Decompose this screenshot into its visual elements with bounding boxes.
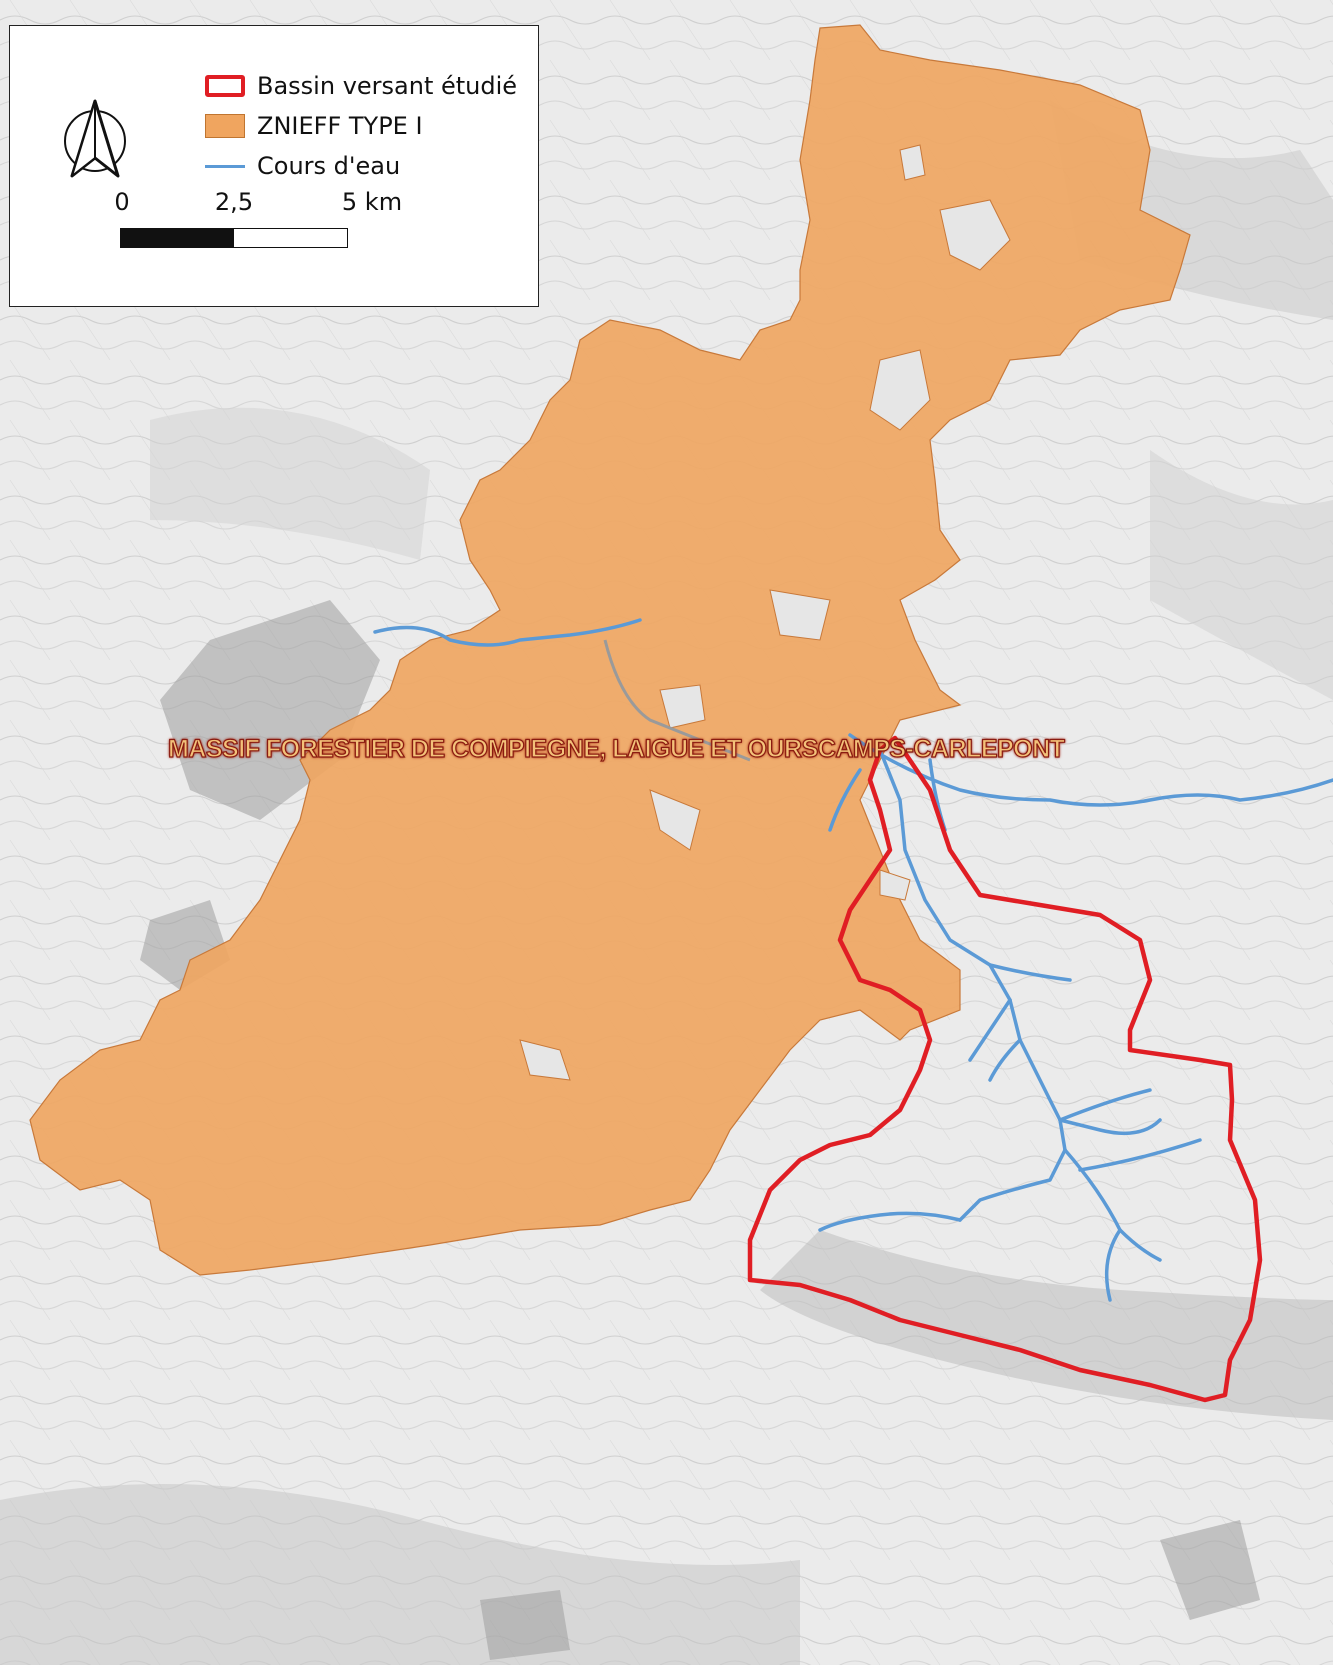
scale-label-0: 0 bbox=[114, 188, 130, 216]
znieff-zone-label: MASSIF FORESTIER DE COMPIEGNE, LAIGUE ET… bbox=[167, 734, 1065, 763]
legend-item-basin: Bassin versant étudié bbox=[205, 71, 517, 101]
scale-bar-black-segment bbox=[121, 229, 234, 247]
river-symbol bbox=[205, 164, 245, 168]
map-legend: Bassin versant étudié ZNIEFF TYPE I Cour… bbox=[9, 25, 539, 307]
legend-label-river: Cours d'eau bbox=[257, 152, 401, 180]
znieff-symbol bbox=[205, 114, 245, 138]
scale-bar-white-segment bbox=[234, 229, 347, 247]
north-arrow-icon bbox=[60, 96, 130, 190]
scale-label-5km: 5 km bbox=[341, 188, 403, 216]
scale-bar bbox=[120, 228, 348, 248]
basin-symbol bbox=[205, 75, 245, 97]
grey-river-segment bbox=[603, 639, 751, 762]
legend-label-basin: Bassin versant étudié bbox=[257, 72, 518, 100]
study-basin-outline bbox=[747, 735, 1263, 1403]
legend-item-river: Cours d'eau bbox=[205, 151, 400, 181]
legend-item-znieff: ZNIEFF TYPE I bbox=[205, 111, 423, 141]
legend-label-znieff: ZNIEFF TYPE I bbox=[257, 112, 423, 140]
scale-label-2-5: 2,5 bbox=[214, 188, 254, 216]
rivers bbox=[373, 618, 1333, 1302]
znieff-zone bbox=[29, 24, 1191, 1276]
znieff-holes bbox=[519, 144, 1011, 1081]
